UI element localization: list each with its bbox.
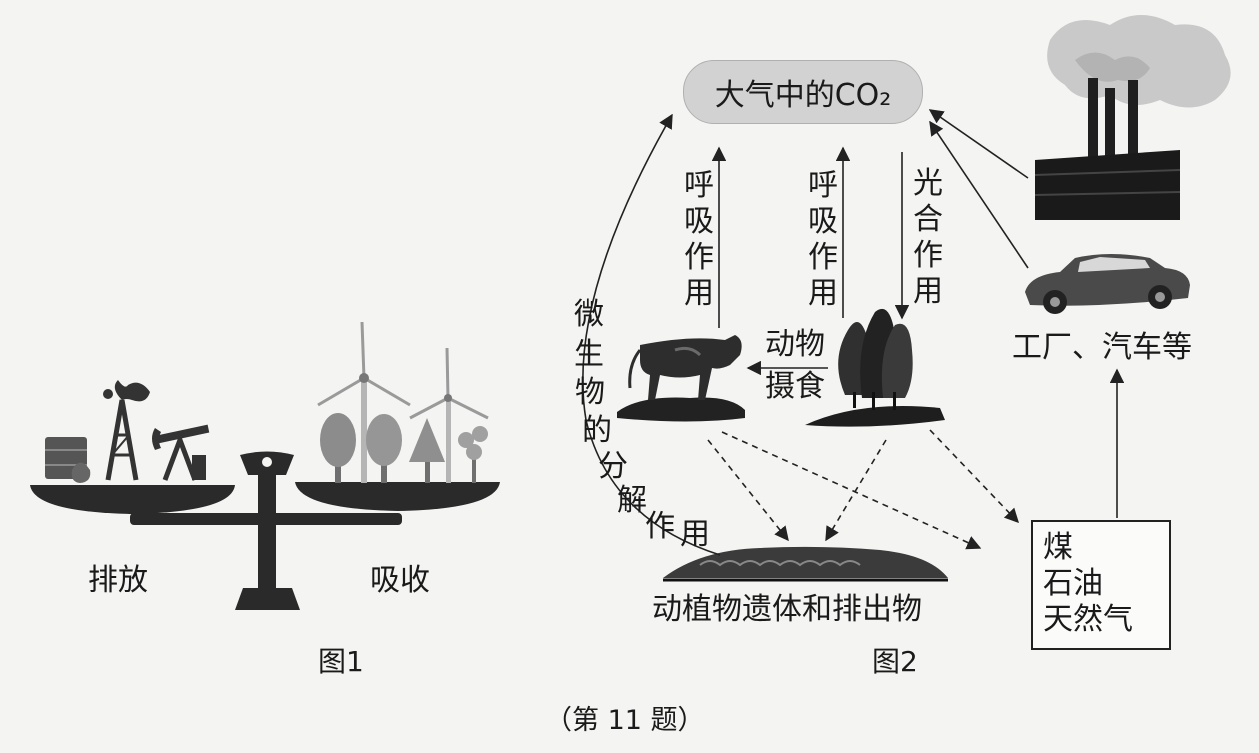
- atmosphere-co2-node: 大气中的CO₂: [683, 60, 923, 124]
- decomposition-char: 作: [645, 509, 675, 544]
- cow-icon: [617, 335, 745, 422]
- decomposition-char: 微: [574, 297, 604, 332]
- photosynthesis-label: 光合作用: [913, 166, 943, 309]
- decomposition-char: 用: [680, 517, 710, 552]
- decomposition-char: 分: [598, 449, 628, 484]
- respiration-animal-label: 呼吸作用: [684, 168, 714, 311]
- tree-icon: [320, 413, 488, 483]
- balance-scale-icon: [30, 451, 500, 610]
- remains-pile-icon: [663, 546, 948, 582]
- flow-arrows: [582, 109, 1125, 556]
- wind-turbine-icon: [317, 321, 411, 483]
- feeding-label-line2: 摄食: [765, 369, 825, 404]
- atmosphere-co2-label: 大气中的CO₂: [714, 78, 892, 113]
- pumpjack-icon: [152, 424, 210, 481]
- fossil-fuel-oil: 石油: [1043, 566, 1103, 601]
- industry-label: 工厂、汽车等: [1012, 330, 1192, 365]
- factory-icon: [1034, 15, 1231, 220]
- decomposition-char: 生: [574, 337, 604, 372]
- figure1-caption: 图1: [318, 645, 364, 678]
- car-icon: [1025, 254, 1190, 314]
- absorption-label: 吸收: [370, 563, 430, 598]
- figure2-caption: 图2: [872, 645, 918, 678]
- decomposition-char: 的: [582, 413, 612, 448]
- dashed-arrows: [707, 429, 1019, 550]
- remains-label: 动植物遗体和排出物: [652, 592, 922, 627]
- emission-label: 排放: [88, 563, 148, 598]
- question-label: （第 11 题）: [545, 705, 705, 736]
- fossil-fuel-coal: 煤: [1043, 530, 1073, 565]
- respiration-plant-label: 呼吸作用: [808, 168, 838, 311]
- feeding-label-line1: 动物: [765, 327, 825, 362]
- decomposition-char: 解: [617, 483, 647, 518]
- fossil-fuel-box: 煤 石油 天然气: [1031, 520, 1171, 650]
- oil-derrick-icon: [45, 380, 150, 483]
- decomposition-char: 物: [575, 375, 605, 410]
- tree-icon: [805, 308, 945, 427]
- wind-turbine-icon: [409, 347, 489, 483]
- fossil-fuel-gas: 天然气: [1043, 602, 1133, 637]
